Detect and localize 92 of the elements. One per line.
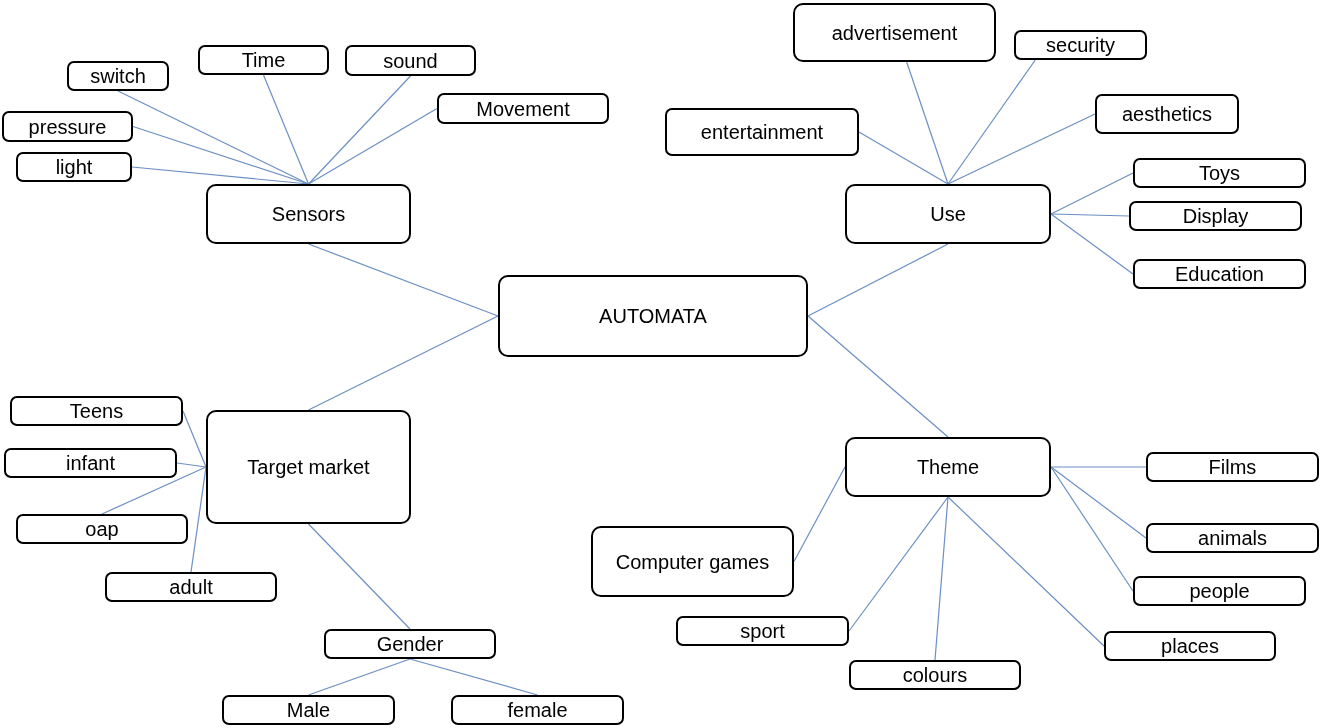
connector-line bbox=[1050, 213, 1130, 217]
topic-box bbox=[198, 45, 329, 75]
topic-box bbox=[16, 514, 188, 544]
topic-label: Gender bbox=[376, 632, 444, 657]
topic-box bbox=[1104, 631, 1276, 661]
connector-line bbox=[947, 59, 1036, 185]
topic-box bbox=[1095, 94, 1239, 134]
connector-line bbox=[793, 466, 846, 563]
topic-label: Use bbox=[930, 202, 966, 227]
topic-box bbox=[437, 93, 609, 124]
topic-box bbox=[67, 61, 169, 91]
topic-label: infant bbox=[66, 451, 115, 476]
topic-box bbox=[10, 396, 183, 426]
topic-box bbox=[849, 660, 1021, 690]
topic-label: aesthetics bbox=[1121, 102, 1213, 127]
topic-label: Sensors bbox=[271, 202, 346, 227]
topic-label: oap bbox=[85, 517, 119, 542]
topic-label: sport bbox=[740, 619, 785, 644]
connector-line bbox=[1050, 213, 1134, 275]
topic-label: switch bbox=[90, 64, 146, 89]
topic-box bbox=[206, 410, 411, 524]
topic-box bbox=[4, 448, 177, 478]
connector-line bbox=[934, 496, 949, 661]
topic-box bbox=[793, 3, 996, 62]
topic-box bbox=[845, 184, 1051, 244]
connector-line bbox=[307, 107, 438, 185]
topic-label: Toys bbox=[1198, 161, 1241, 186]
topic-label: entertainment bbox=[700, 120, 824, 145]
topic-label: places bbox=[1161, 634, 1219, 659]
topic-label: people bbox=[1189, 579, 1250, 604]
topic-box bbox=[1133, 259, 1306, 289]
topic-label: animals bbox=[1198, 526, 1267, 551]
connector-line bbox=[1050, 466, 1147, 539]
connector-line bbox=[858, 131, 949, 185]
topic-box bbox=[324, 629, 496, 659]
topic-label: Theme bbox=[916, 455, 980, 480]
topic-label: Films bbox=[1208, 455, 1257, 480]
topic-label: female bbox=[507, 698, 568, 723]
topic-label: pressure bbox=[28, 114, 107, 140]
topic-label: advertisement bbox=[831, 20, 958, 46]
topic-box bbox=[345, 45, 476, 76]
connector-line bbox=[307, 658, 411, 696]
connector-line bbox=[807, 243, 949, 317]
connector-line bbox=[1050, 466, 1147, 468]
connector-line bbox=[947, 113, 1096, 185]
topic-box bbox=[845, 437, 1051, 497]
topic-label: AUTOMATA bbox=[599, 304, 707, 329]
topic-label: Teens bbox=[69, 399, 124, 424]
topic-box bbox=[2, 111, 133, 142]
connector-line bbox=[117, 90, 310, 185]
topic-label: Education bbox=[1175, 262, 1264, 287]
topic-label: Target market bbox=[247, 455, 370, 480]
connector-line bbox=[307, 315, 499, 411]
topic-box bbox=[665, 108, 859, 156]
topic-box bbox=[222, 695, 395, 725]
topic-label: sound bbox=[383, 48, 438, 74]
topic-label: security bbox=[1046, 33, 1115, 58]
connector-line bbox=[1050, 466, 1134, 592]
topic-box bbox=[1146, 523, 1319, 553]
topic-label: Movement bbox=[476, 96, 570, 122]
connector-line bbox=[1050, 172, 1134, 215]
topic-label: colours bbox=[902, 663, 968, 688]
topic-label: light bbox=[55, 155, 93, 180]
topic-box bbox=[1133, 576, 1306, 606]
topic-box bbox=[16, 152, 132, 182]
topic-label: Male bbox=[286, 698, 331, 723]
connector-line bbox=[176, 462, 207, 468]
topic-box bbox=[676, 616, 849, 646]
topic-label: Computer games bbox=[615, 549, 770, 575]
topic-label: Display bbox=[1182, 204, 1249, 229]
topic-box bbox=[206, 184, 411, 244]
connector-line bbox=[307, 75, 412, 185]
connector-line bbox=[101, 466, 207, 515]
topic-box bbox=[105, 572, 277, 602]
topic-box bbox=[1133, 158, 1306, 188]
connector-line bbox=[906, 61, 949, 185]
topic-box bbox=[498, 275, 808, 357]
connector-line bbox=[182, 410, 207, 468]
topic-box bbox=[591, 526, 794, 597]
connector-line bbox=[947, 496, 1105, 647]
connector-line bbox=[307, 523, 411, 630]
topic-box bbox=[451, 695, 624, 725]
topic-label: Time bbox=[241, 48, 286, 73]
topic-label: adult bbox=[169, 575, 213, 600]
topic-box bbox=[1146, 452, 1319, 482]
connector-line bbox=[848, 496, 949, 632]
connector-line bbox=[807, 315, 949, 438]
topic-box bbox=[1129, 201, 1302, 231]
connector-line bbox=[307, 243, 499, 317]
topic-box bbox=[1014, 30, 1147, 60]
connector-line bbox=[409, 658, 539, 696]
connector-line bbox=[262, 74, 310, 185]
